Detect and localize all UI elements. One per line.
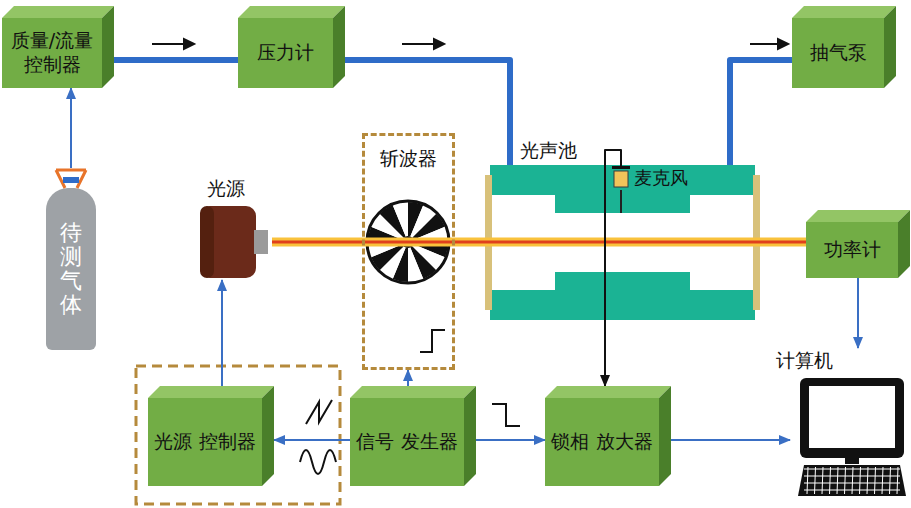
beam-glow — [272, 238, 806, 247]
node-label: 麦克风 — [634, 166, 688, 190]
light-source: 光源 — [196, 176, 272, 280]
generator-box: 信号 发生器 — [350, 398, 464, 486]
gauge-box: 压力计 — [238, 18, 333, 88]
mic-stem — [620, 190, 622, 213]
signal-arrow — [221, 280, 223, 386]
node-label: 待测气体 — [60, 221, 82, 318]
amplifier-box: 锁相 放大器 — [545, 398, 659, 486]
photoacoustic-cell: 麦克风光声池 — [490, 165, 755, 320]
light-beam — [272, 241, 806, 244]
power-meter-box: 功率计 — [806, 222, 898, 278]
node-label: 锁相 放大器 — [547, 430, 656, 454]
sawtooth-wave — [306, 400, 332, 424]
controller-box: 光源 控制器 — [148, 398, 262, 486]
microphone: 麦克风 — [612, 166, 698, 190]
node-label: 光源 控制器 — [150, 430, 259, 454]
chopper-group: 斩波器 — [362, 133, 455, 370]
node-label: 计算机 — [776, 348, 833, 374]
square-wave — [420, 330, 445, 352]
node-label: 光源 — [196, 176, 256, 202]
computer: 计算机 — [790, 348, 908, 498]
signal-arrow — [274, 439, 350, 441]
signal-arrow — [671, 439, 790, 441]
signal-arrow — [70, 88, 72, 168]
node-label: 信号 发生器 — [352, 430, 461, 454]
gas-pipe — [114, 57, 238, 63]
group-outline — [136, 366, 340, 504]
gas-cylinder: 待测气体 — [46, 188, 96, 350]
signal-arrow — [857, 278, 859, 348]
node-label: 光声池 — [520, 138, 577, 164]
node-label: 质量/流量 控制器 — [2, 29, 102, 77]
controller-box: 质量/流量 控制器 — [2, 18, 102, 88]
signal-arrow — [476, 439, 545, 441]
square-wave — [492, 404, 520, 426]
signal-arrow — [407, 370, 409, 386]
gas-pipe — [730, 60, 792, 165]
node-label: 功率计 — [820, 238, 885, 262]
node-label: 抽气泵 — [806, 41, 871, 65]
node-label: 斩波器 — [365, 136, 452, 172]
node-label: 压力计 — [253, 41, 318, 65]
sine-wave — [300, 450, 336, 474]
pump-box: 抽气泵 — [792, 18, 884, 88]
